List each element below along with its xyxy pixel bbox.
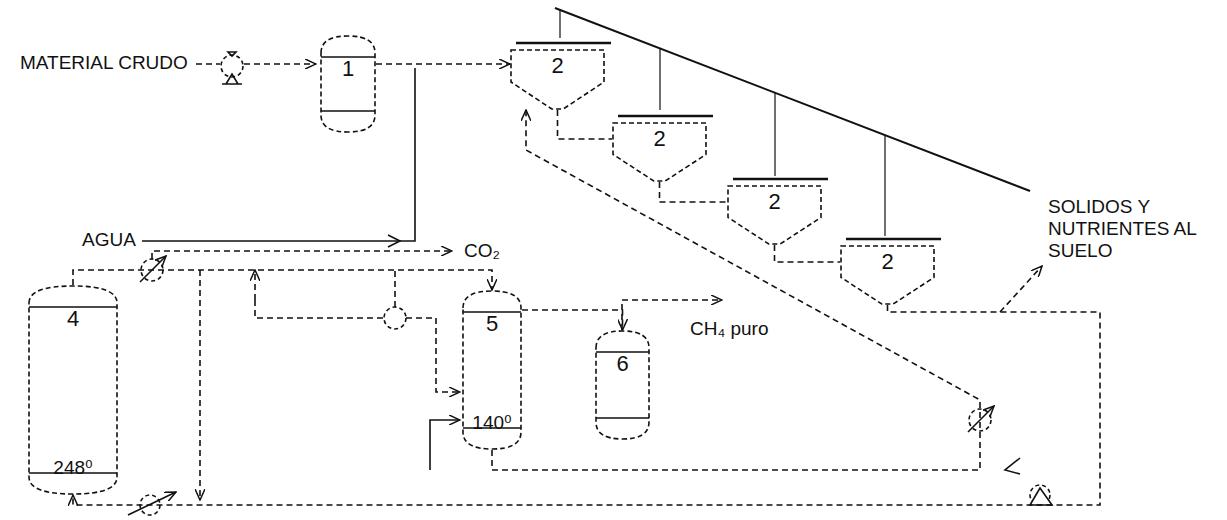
- loop-line: [255, 300, 384, 318]
- feed-pump: [221, 52, 243, 84]
- vessel-outline: [595, 330, 650, 440]
- settling-tank: 2: [727, 176, 822, 245]
- stream-label: MATERIAL CRUDO: [18, 52, 190, 74]
- vessel-outline: [320, 35, 376, 133]
- stream-label: CO₂: [462, 240, 502, 262]
- callout-number: 2: [881, 250, 893, 274]
- settling-tank: 2: [510, 40, 605, 110]
- reactor-vessel: 5 140⁰: [462, 290, 522, 450]
- callout-number: 4: [67, 307, 79, 331]
- heat-exchanger: [384, 307, 406, 329]
- callout-number: 2: [551, 54, 563, 78]
- stream-label: AGUA: [80, 229, 138, 251]
- flow-connector: [73, 305, 1100, 505]
- return-line: [254, 270, 256, 300]
- co2-line: [152, 251, 452, 259]
- loop-line: [406, 318, 460, 392]
- flow-connector: [522, 310, 623, 330]
- cover-line: [555, 8, 1030, 191]
- return-line: [199, 270, 201, 500]
- callout-number: 5: [486, 312, 498, 336]
- stream-label: CH₄ puro: [688, 318, 771, 340]
- temperature-label: 140⁰: [472, 413, 511, 434]
- callout-number: 1: [342, 57, 354, 81]
- feed-line: [244, 63, 316, 65]
- flow-arrow: [388, 235, 400, 247]
- flow-connector: [376, 63, 510, 65]
- settling-tank: 2: [612, 113, 707, 182]
- feed-line: [196, 63, 220, 65]
- reactor-vessel: 4 248⁰: [28, 285, 118, 495]
- stream-label: SOLIDOS Y NUTRIENTES AL SUELO: [1046, 196, 1200, 262]
- loop-line: [394, 270, 396, 307]
- flow-connector: [492, 110, 980, 470]
- heat-exchanger: [140, 256, 166, 282]
- heat-exchanger: [968, 406, 994, 432]
- solids-outlet: [1000, 266, 1042, 312]
- flow-connector: [73, 270, 492, 290]
- callout-number: 6: [616, 352, 628, 376]
- flow-connector: [775, 245, 841, 262]
- return-pump: [1005, 458, 1052, 505]
- temperature-label: 248⁰: [53, 458, 92, 479]
- flow-connector: [558, 110, 613, 139]
- heat-exchanger: [128, 492, 176, 515]
- reactor-vessel: 1: [320, 35, 376, 133]
- callout-number: 2: [653, 127, 665, 151]
- flow-connector: [660, 182, 728, 202]
- steam-line: [430, 420, 460, 470]
- callout-number: 2: [768, 190, 780, 214]
- reactor-vessel: 6: [595, 330, 650, 440]
- settling-tank: 2: [840, 236, 935, 305]
